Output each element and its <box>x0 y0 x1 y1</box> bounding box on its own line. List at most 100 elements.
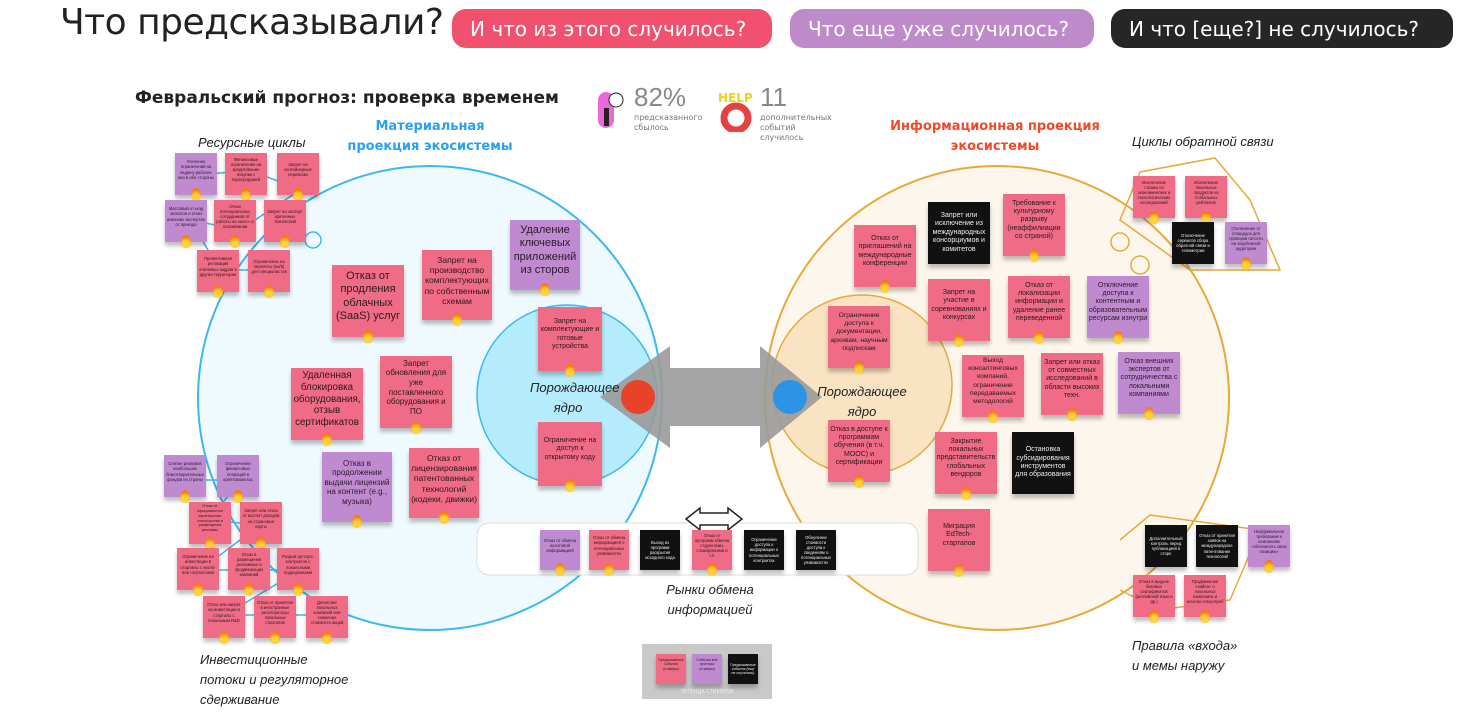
sticker-predicted[interactable]: Запрет на комплектующие и готовые устрой… <box>538 307 602 377</box>
legend-text: Предсказанные события (еще не случились) <box>730 662 756 676</box>
sticker-text: Отказ в доступе к программам обучения (в… <box>830 425 888 467</box>
sticker-predicted[interactable]: Запрет или отказ от выплат доходов на ст… <box>240 502 282 550</box>
sticker-not-happened[interactable]: Запрет или исключение из международных к… <box>928 202 990 264</box>
sticker-predicted[interactable]: Отказ или запрет на инвестиции в стартап… <box>203 596 245 644</box>
sticker-predicted[interactable]: Отказ в размещении рекламных и продвигаю… <box>228 548 270 596</box>
legend-title: ЛЕГЕНДА СТИКЕРОВ <box>680 689 734 695</box>
not-happened-button[interactable]: И что [еще?] не случилось? <box>1111 9 1453 48</box>
sticker-predicted[interactable]: Требование к культурному разрыву (неаффи… <box>1003 194 1065 262</box>
sticker-predicted[interactable]: Отказ от продления облачных (SaaS) услуг <box>332 265 404 343</box>
lightbulb-character-icon <box>596 88 628 132</box>
sticker-text: Запрет на производство комплектующих по … <box>424 254 490 306</box>
sticker-predicted[interactable]: Запрет на контейнерные перевозки <box>277 153 319 201</box>
flame-icon <box>293 188 303 201</box>
sticker-predicted[interactable]: Запрет на экспорт критичных технологий <box>264 200 306 248</box>
sticker-extra[interactable]: Неформальное требование к компаниям «обо… <box>1248 525 1290 573</box>
sticker-predicted[interactable]: Миграция EdTech-стартапов <box>928 509 990 577</box>
sticker-predicted[interactable]: Финансовые ограничения на кредитование п… <box>225 153 267 201</box>
sticker-not-happened[interactable]: Остановка субсидирования инструментов дл… <box>1012 432 1074 494</box>
extra-happened-button[interactable]: Что еще уже случилось? <box>790 9 1094 48</box>
flame-icon <box>1241 257 1251 270</box>
flame-icon <box>352 515 362 528</box>
sticker-predicted[interactable]: Отказ от обмена информацией о потенциаль… <box>589 530 629 576</box>
resource-cycles-label: Ресурсные циклы <box>198 135 306 150</box>
flame-icon <box>961 487 971 500</box>
sticker-text: Запрет на участие в соревнованиях и конк… <box>931 288 987 321</box>
sticker-not-happened[interactable]: Отключение сервисов сбора обратной связи… <box>1172 222 1214 264</box>
happened-button[interactable]: И что из этого случилось? <box>452 9 772 48</box>
sticker-text: Отказ в размещении рекламных и продвигаю… <box>234 551 264 578</box>
sticker-text: Удаление ключевых приложений из сторов <box>513 224 577 276</box>
sticker-text: Удаленная блокировка оборудования, отзыв… <box>293 370 361 429</box>
information-core-label: Порождающее ядро <box>817 384 907 419</box>
flame-icon <box>241 188 251 201</box>
sticker-predicted[interactable]: Отказ в доступе к программам обучения (в… <box>828 420 890 488</box>
sticker-text: Отказ внешних экспертов от сотрудничеств… <box>1120 357 1178 399</box>
sticker-predicted[interactable]: Отказ от принятия в иностранные акселера… <box>254 596 296 644</box>
sticker-predicted[interactable]: Продвижение «хайпа» о локальных компания… <box>1184 575 1226 623</box>
flame-icon <box>565 479 575 492</box>
sticker-predicted[interactable]: Отказ от лицензирования патентованных те… <box>409 448 479 524</box>
sticker-predicted[interactable]: Отказ потенциальных сотрудников от работ… <box>214 200 256 248</box>
sticker-text: Усиление ограничений на выдачу рабочих в… <box>178 159 214 180</box>
flame-icon <box>219 631 229 644</box>
sticker-predicted[interactable]: Ограничение на инвестиции в стартапы с э… <box>177 548 219 596</box>
sticker-extra[interactable]: Отказ от обмена налоговой информацией <box>540 530 580 576</box>
sticker-extra[interactable]: Отказ внешних экспертов от сотрудничеств… <box>1118 352 1180 420</box>
sticker-not-happened[interactable]: Дополнительный контроль перед публикацие… <box>1145 525 1187 567</box>
sticker-predicted[interactable]: Делистинг локальных компаний или снижени… <box>306 596 348 644</box>
sticker-not-happened[interactable]: Выход из программ раскрытия исходного ко… <box>640 530 680 570</box>
sticker-predicted[interactable]: Ограничение на перелеты (на/в) для специ… <box>248 250 290 298</box>
legend-sticker: Предсказанные события (стикеры) <box>656 654 686 684</box>
sticker-predicted[interactable]: Запрет на участие в соревнованиях и конк… <box>928 279 990 347</box>
sticker-predicted[interactable]: Выход консалтинговых компаний, ограничен… <box>962 355 1024 423</box>
sticker-predicted[interactable]: Отказ от локализации информации и удален… <box>1008 276 1070 344</box>
sticker-text: Отказ в продолжении выдачи лицензий на к… <box>324 458 390 506</box>
sticker-extra[interactable]: Удаление ключевых приложений из сторов <box>510 220 580 296</box>
sticker-text: Отказ от лицензирования патентованных те… <box>411 452 477 504</box>
flame-icon <box>1067 408 1077 421</box>
flame-icon <box>854 475 864 488</box>
sticker-text: Запрет на контейнерные перевозки <box>284 161 312 178</box>
flame-icon <box>181 235 191 248</box>
sticker-predicted[interactable]: Ограничение на доступ к открытому коду <box>538 422 602 492</box>
investment-flows-label: Инвестиционные потоки и регуляторное сде… <box>200 652 349 707</box>
help-lifebuoy-icon: HELP <box>716 88 756 134</box>
flame-icon <box>293 583 303 596</box>
sticker-predicted[interactable]: Отказ в выдаче базовых сертификатов (анг… <box>1133 575 1175 623</box>
sticker-predicted[interactable]: Отказ от официального партнерства, спонс… <box>189 502 231 550</box>
sticker-extra[interactable]: Ограничение финансовых операций в крипто… <box>217 455 259 503</box>
sticker-predicted[interactable]: Запрет обновления для уже поставленного … <box>380 356 452 434</box>
sticker-text: Отключение сервисов сбора обратной связи… <box>1176 232 1210 254</box>
sticker-predicted[interactable]: Удаленная блокировка оборудования, отзыв… <box>291 368 363 446</box>
flame-icon <box>322 433 332 446</box>
sticker-predicted[interactable]: Разрыв аутсорс-контрактов с локальными п… <box>277 548 319 596</box>
sticker-not-happened[interactable]: Обнуление стоимости доступа к сведениям … <box>796 530 836 570</box>
info-markets-label: Рынки обмена информацией <box>666 582 754 617</box>
sticker-predicted[interactable]: Запрет на производство комплектующих по … <box>422 250 492 326</box>
sticker-not-happened[interactable]: Ограничение доступа к информации о потен… <box>744 530 784 570</box>
sticker-extra[interactable]: Усиление ограничений на выдачу рабочих в… <box>175 153 217 201</box>
sticker-predicted[interactable]: Запрет или отказ от совместных исследова… <box>1041 353 1103 421</box>
sticker-not-happened[interactable]: Отказ от принятия заявок на международно… <box>1196 525 1238 567</box>
sticker-predicted[interactable]: Отказ от программ обмена студентами, ста… <box>692 530 732 576</box>
sticker-text: Запрет обновления для уже поставленного … <box>385 358 447 416</box>
board-title: Февральский прогноз: проверка временем <box>135 88 559 108</box>
sticker-extra[interactable]: Массовый отъезд экспатов и отказ внешних… <box>165 200 207 248</box>
sticker-predicted[interactable]: Исключение страны из экономических и тех… <box>1133 176 1175 224</box>
legend-text: События вне прогноза (стикеры) <box>696 658 718 671</box>
sticker-predicted[interactable]: Превентивная релокация ключевых кадров в… <box>197 250 239 298</box>
sticker-predicted[interactable]: Ограничение доступа к документации, архи… <box>828 306 890 374</box>
sticker-extra[interactable]: Отключение доступа к контентным и образо… <box>1087 276 1149 344</box>
sticker-predicted[interactable]: Отказ от приглашений на международные ко… <box>854 225 916 293</box>
sticker-text: Отказ от принятия в иностранные акселера… <box>257 599 293 626</box>
sticker-text: Ограничение доступа к информации о потен… <box>748 537 780 563</box>
sticker-extra[interactable]: Отказ в продолжении выдачи лицензий на к… <box>322 452 392 528</box>
flame-icon <box>1034 331 1044 344</box>
sticker-predicted[interactable]: Исключение локальных продуктов из глобал… <box>1185 176 1227 224</box>
sticker-extra[interactable]: Снятие резервов наибольших благотворител… <box>164 455 206 503</box>
sticker-extra[interactable]: Отключение от площадок для проверки гипо… <box>1225 222 1267 270</box>
sticker-predicted[interactable]: Закрытие локальных представительств глоб… <box>935 432 997 500</box>
page-title: Что предсказывали? <box>60 2 444 43</box>
sticker-text: Выход из программ раскрытия исходного ко… <box>645 539 675 561</box>
